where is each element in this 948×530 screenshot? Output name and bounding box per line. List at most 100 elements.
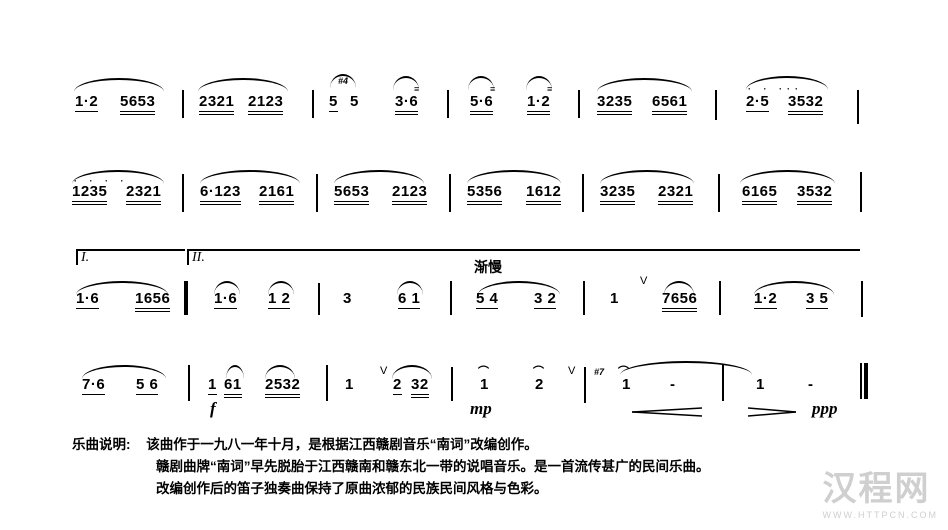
- note-group: 5 6: [136, 376, 159, 395]
- slur: [268, 281, 294, 295]
- barline: [584, 367, 586, 403]
- note-group: 1: [756, 376, 765, 393]
- note-group: 5653: [120, 94, 156, 115]
- watermark: 汉程网 WWW.HTTPCN.COM: [823, 461, 938, 520]
- barline: [857, 90, 859, 124]
- note-group: 2123: [392, 184, 428, 205]
- note-group: 5: [329, 93, 338, 112]
- note-group: 1 2: [268, 290, 291, 309]
- octave-dots: · · ···: [748, 84, 803, 94]
- tremolo-mark: ≡: [547, 84, 553, 94]
- note-group: 5653: [334, 184, 370, 205]
- notes-line-3: 改编创作后的笛子独奏曲保持了原曲浓郁的民族民间风格与色彩。: [156, 481, 548, 496]
- note-group: 6 1: [398, 290, 421, 309]
- notes-line-1: 乐曲说明: 该曲作于一九八一年十月，是根据江西赣剧音乐“南词”改编创作。: [72, 434, 710, 456]
- note-group: 1: [480, 376, 489, 393]
- watermark-title: 汉程网: [822, 470, 931, 508]
- note-group: 1: [208, 376, 217, 395]
- volta-1: I.: [76, 249, 185, 265]
- note-group: 32: [411, 377, 429, 398]
- note-group: 1235: [72, 184, 108, 205]
- slur: [467, 170, 561, 184]
- score-row-2: · · · · 1235 2321 6·123 2161 5653 2123 5…: [0, 162, 948, 242]
- note-group: 2321: [658, 184, 694, 205]
- slur: [265, 365, 295, 379]
- note-group: 7656: [662, 291, 698, 312]
- note-group: 1: [610, 290, 619, 307]
- note-group: 3235: [597, 94, 633, 115]
- note-group: 2532: [265, 377, 301, 398]
- slur: [214, 281, 240, 295]
- slur: [76, 281, 168, 295]
- note-group: 3532: [797, 184, 833, 205]
- barline: [583, 281, 585, 315]
- final-barline-thin: [860, 363, 862, 399]
- note-group: 2321: [126, 184, 162, 205]
- dash: -: [808, 376, 814, 393]
- note-group: 6165: [742, 184, 778, 205]
- note-group: 1: [622, 376, 631, 393]
- slur: [597, 78, 692, 92]
- slur: [200, 170, 300, 184]
- note-group: 1·2: [754, 290, 778, 309]
- barline: [449, 174, 451, 212]
- note-group: 1·2: [527, 94, 551, 115]
- tremolo-mark: ≡: [490, 84, 496, 94]
- note-group: 5: [350, 93, 359, 110]
- slur: [600, 170, 694, 184]
- note-group: 5 4: [476, 290, 499, 309]
- note-group: 2: [393, 376, 402, 395]
- piece-notes: 乐曲说明: 该曲作于一九八一年十月，是根据江西赣剧音乐“南词”改编创作。 赣剧曲…: [72, 434, 710, 500]
- note-group: 3: [343, 290, 352, 307]
- fermata-icon: ⌒: [533, 366, 544, 378]
- note-group: 3·6: [395, 94, 419, 115]
- note-group: 2161: [259, 184, 295, 205]
- notes-line-2: 赣剧曲牌“南词”早先脱胎于江西赣南和赣东北一带的说唱音乐。是一首流传甚广的民间乐…: [156, 459, 710, 474]
- dash: -: [670, 376, 676, 393]
- decrescendo-hairpin: [748, 407, 797, 417]
- octave-dots: · · · ·: [74, 176, 129, 186]
- slur: [664, 281, 694, 295]
- note-group: 6·123: [200, 184, 241, 205]
- slur: [82, 365, 166, 379]
- barline: [718, 174, 720, 212]
- note-group: 7·6: [82, 376, 106, 395]
- note-group: 1656: [135, 291, 171, 312]
- score-row-4: 7·6 5 6 1 61 2532 f 1 V 2 32 ⌒ 1 ⌒ 2 V m…: [0, 355, 948, 435]
- tempo-mark: 渐慢: [474, 259, 502, 275]
- slur: [746, 76, 828, 90]
- slur: [226, 365, 244, 379]
- note-group: 3 5: [806, 290, 829, 309]
- note-group: 3235: [600, 184, 636, 205]
- slur: [526, 76, 552, 90]
- notes-heading: 乐曲说明:: [72, 437, 131, 452]
- barline: [182, 90, 184, 118]
- breath-mark: V: [640, 275, 648, 287]
- slur: [330, 74, 356, 88]
- score-row-1: 1·2 5653 2321 2123 #4 5 5 ≡ 3·6 ≡ 5·6 ≡ …: [0, 70, 948, 150]
- slur: [468, 76, 494, 90]
- dynamic-f: f: [210, 399, 216, 418]
- watermark-url: WWW.HTTPCN.COM: [822, 510, 938, 520]
- barline: [722, 365, 724, 401]
- barline: [578, 90, 580, 118]
- slur: [740, 170, 835, 184]
- score-row-3: I. II. 渐慢 1·6 1656 1·6 1 2 3 6 1 5 4 3 2…: [0, 245, 948, 325]
- final-barline-thick: [864, 363, 868, 399]
- slur: [334, 170, 424, 184]
- barline: [715, 90, 717, 120]
- note-group: 1·6: [214, 290, 238, 309]
- barline: [182, 174, 184, 212]
- fermata-icon: ⌒: [618, 366, 629, 378]
- note-group: 1·2: [75, 93, 99, 112]
- barline: [450, 281, 452, 315]
- slur: [478, 281, 560, 295]
- slur: [392, 365, 432, 379]
- notes-text: 该曲作于一九八一年十月，是根据江西赣剧音乐“南词”改编创作。: [146, 437, 538, 452]
- grace-note: #7: [594, 367, 605, 377]
- repeat-barline: [184, 281, 188, 315]
- slur: [74, 78, 164, 92]
- crescendo-hairpin: [632, 407, 703, 417]
- note-group: 1612: [526, 184, 562, 205]
- barline: [316, 174, 318, 212]
